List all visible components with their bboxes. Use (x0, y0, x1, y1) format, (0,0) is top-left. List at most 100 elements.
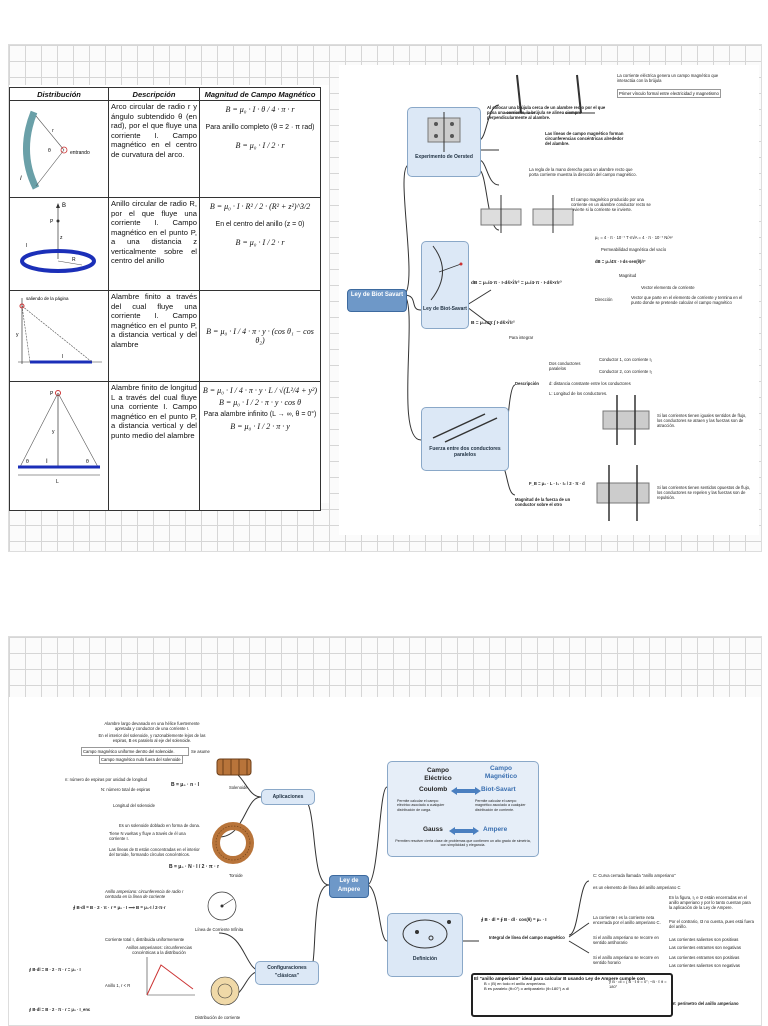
tor-note: Tiene N vueltas y fluye a través de él u… (109, 831, 186, 841)
compass-plate-icons (480, 195, 574, 233)
line-integral: ∮ B · dl = ∮ B · dl · cos(θ) = μ₀ · I (481, 917, 547, 922)
dist-note: Anillos amperianos: circunferencias conc… (126, 945, 192, 955)
z-label: z (60, 235, 63, 241)
parallel-wires-diagram (432, 413, 498, 443)
amperian-loop-diagram (402, 919, 451, 949)
theta-label: θ (86, 459, 89, 465)
conductor-item: L: Longitud de los conductores. (549, 391, 608, 396)
attraction-note: Si las corrientes tienen iguales sentido… (657, 413, 747, 428)
def-note: Por el contrario, I3 no cuenta, pues est… (669, 919, 754, 929)
theta-label: θ (48, 148, 51, 154)
dist-formula: ∮ B·dl = B · 2 · π · r = μ₀ · I (29, 967, 81, 972)
ideal-loop-box: El "anillo amperiano" ideal para calcula… (471, 973, 673, 1017)
i-label: I (46, 459, 48, 465)
finite-length-wire-description: Alambre finito de longitud L a través de… (108, 381, 200, 511)
sol-note: En el interior del solenoide, y razonabl… (98, 733, 206, 743)
attracting-conductors-icon (602, 395, 650, 445)
def-note: Las corrientes entrantes son positivas (669, 955, 740, 960)
sol-note: Longitud del solenoide (113, 803, 155, 808)
double-arrow-icon (451, 787, 481, 795)
biot-note: Permite calcular el campo magnético asoc… (475, 799, 526, 812)
arc-diagram: entrando r θ I (20, 110, 90, 190)
formula-note: Para alambre infinito (L → ∞, θ = 0°) (203, 411, 317, 418)
def-note: C: Curva cerrada llamada "anillo amperia… (593, 873, 676, 878)
db-magnitude: dB = μ₀/4π · I·ds·sen(θ)/r² (595, 259, 646, 264)
def-note: En la figura, I₁ e I2 están encerradas e… (669, 895, 751, 910)
oersted-note: La regla de la mano derecha para un alam… (529, 167, 637, 177)
formula: B = μ₀ · I / 2 · r (235, 238, 285, 247)
finite-length-wire-diagram: P y θ I θ L (18, 390, 100, 485)
oersted-node: Experimento de Oersted (407, 107, 481, 177)
force-formula-note: Magnitud de la fuerza de un conductor so… (515, 497, 571, 507)
cylinder-distribution-icon (210, 976, 240, 1006)
double-arrow-icon (449, 827, 479, 835)
campo-electrico-label: Campo Eléctrico (424, 767, 452, 782)
formula: B = μ₀ · I / 2 · π · y (230, 422, 290, 431)
b-label: B (62, 203, 66, 209)
solenoid-icon (216, 758, 252, 776)
parallel-conductors-title: Fuerza entre dos conductores paralelos (429, 446, 501, 458)
theta-label: θ (26, 459, 29, 465)
coulomb-label: Coulomb (419, 786, 448, 793)
table-row: saliendo de la página y I Alambre finito… (9, 290, 321, 382)
dist-formula: ∮ B·dl = B · 2 · π · r = μ₀ · I_enc (29, 1007, 91, 1012)
wire-compass-icons (505, 74, 595, 114)
definicion-node: Definición (387, 913, 463, 977)
tor-note: Es un solenoide doblado en forma de dona… (119, 823, 201, 828)
biot-savart-center-node: Ley de Biot Savart (347, 289, 407, 312)
finite-length-wire-figure: P y θ I θ L (9, 381, 109, 511)
integral-formula: B = μ₀/4π ∫ I·dš×r̂/r² (471, 321, 515, 326)
formula: B = μ₀ · I · θ / 4 · π · r (225, 105, 295, 114)
def-note: Las corrientes salientes son negativas (669, 963, 740, 968)
finite-wire-diagram: saliendo de la página y I (16, 296, 102, 364)
page-ampere: Ley de Ampere Aplicaciones Configuracion… (8, 636, 762, 1026)
formula: B = μ₀ · I / 4 · π · y · L / √(L²/4 + y²… (202, 386, 318, 395)
oersted-note: El campo magnético producido por una cor… (571, 197, 651, 212)
lin-note: Anillo amperiano: circunferencia de radi… (105, 889, 184, 899)
def-note: Las corrientes salientes son positivas (669, 937, 739, 942)
arc-formulas: B = μ₀ · I · θ / 4 · π · r Para anillo c… (199, 100, 321, 198)
def-note: La corriente I es la corriente neta ence… (593, 915, 661, 925)
arc-figure: entrando r θ I (9, 100, 109, 198)
finite-wire-description: Alambre finito a través del cual fluye u… (108, 290, 200, 382)
finite-length-wire-formulas: B = μ₀ · I / 4 · π · y · L / √(L²/4 + y²… (199, 381, 321, 511)
biot-savart-formula: dB = μ₀/4·π · I·dš×r̂/r² = μ₀/4·π · I·dš… (471, 281, 562, 286)
dist-note: Anillo 1, r < R (105, 983, 131, 988)
mu-description: Permeabilidad magnética del vacío (601, 247, 667, 252)
compass-grid-icon (427, 112, 461, 152)
table-row: P y θ I θ L Alambre finito de longitud L… (9, 381, 321, 511)
campo-magnetico-label: Campo Magnético (484, 765, 518, 780)
ring-diagram: B P z I R (20, 203, 96, 273)
biot-savart-label: Biot-Savart (481, 786, 516, 793)
saliendo-label: saliendo de la página (26, 296, 69, 301)
direction-label: Dirección (595, 297, 613, 302)
distribucion-label: Distribución de corriente (195, 1015, 241, 1020)
formula: B = μ₀ · I / 2 · π · y · cos θ (218, 398, 302, 407)
tor-note: Las líneas de B están concentradas en el… (109, 847, 200, 857)
lin-formula: ∮ B·dl = B · 2 · π · r = μ₀ · I ⟹ B = μ₀… (73, 905, 166, 910)
solenoide-label: Solenoide (229, 785, 248, 790)
magnetic-field-table: Distribución Descripción Magnitud de Cam… (9, 87, 321, 511)
sol-note: Alambre largo devanado en una hélice fue… (104, 721, 200, 731)
repelling-conductors-icon (596, 465, 650, 521)
oersted-title: Experimento de Oersted (415, 154, 473, 160)
conductor-item: Conductor 2, con corriente I₂ (599, 369, 653, 374)
ampere-center-node: Ley de Ampere (329, 875, 369, 898)
def-note: Las corrientes entrantes son negativas (669, 945, 741, 950)
magnitude-label: Magnitud (619, 273, 637, 278)
finite-wire-figure: saliendo de la página y I (9, 290, 109, 382)
line-integral-label: Integral de línea del campo magnético (489, 935, 565, 940)
dist-note: Corriente total I, distribuida uniformem… (105, 937, 185, 942)
sol-formula: B = μ₀ · n · I (171, 782, 199, 788)
i-label: I (26, 243, 27, 249)
def-note: es un elemento de línea del anillo amper… (593, 885, 681, 890)
r-label: R (72, 257, 76, 263)
formula-note: En el centro del anillo (z = 0) (215, 221, 305, 228)
conductor-item: Conductor 1, con corriente I₁ (599, 357, 653, 362)
formula: B = μ₀ · I / 2 · r (235, 141, 285, 150)
conductor-item: d: distancia constante entre los conduct… (549, 381, 631, 386)
oersted-note: Primer vínculo formal entre electricidad… (617, 89, 721, 98)
entrando-label: entrando (70, 150, 90, 156)
linea-label: Línea de Corriente Infinita (195, 927, 244, 932)
ampere-label: Ampere (483, 826, 508, 833)
